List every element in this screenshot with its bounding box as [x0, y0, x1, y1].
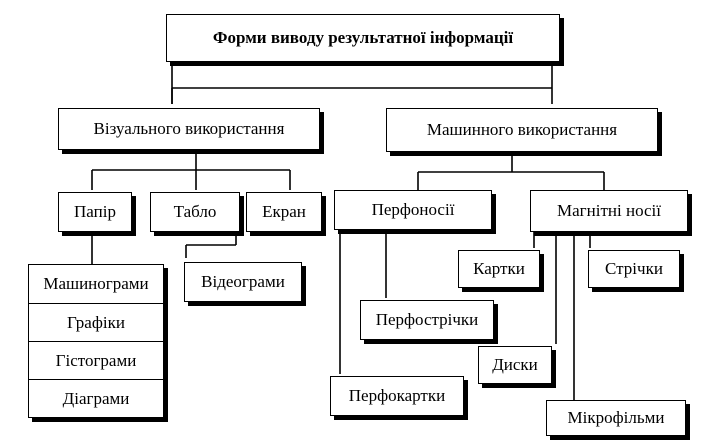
disks-node: Диски [478, 346, 552, 384]
paper-node: Папір [58, 192, 132, 232]
paper-child-item: Діаграми [29, 379, 163, 417]
machine-use-label: Машинного використання [426, 120, 618, 139]
perfo-label: Перфоносії [371, 200, 455, 219]
cards-label: Картки [473, 259, 525, 278]
perfotapes-node: Перфострічки [360, 300, 494, 340]
videograms-node: Відеограми [184, 262, 302, 302]
tablo-node: Табло [150, 192, 240, 232]
machine-use-node: Машинного використання [386, 108, 658, 152]
tablo-label: Табло [173, 202, 217, 221]
paper-child-item: Гістограми [29, 341, 163, 379]
microfilms-node: Мікрофільми [546, 400, 686, 436]
paper-child-item: Машинограми [43, 274, 149, 293]
tapes-node: Стрічки [588, 250, 680, 288]
screen-label: Екран [262, 202, 306, 221]
paper-label: Папір [74, 202, 116, 221]
perfotapes-label: Перфострічки [375, 310, 479, 329]
magnetic-node: Магнітні носії [530, 190, 688, 232]
paper-children-stack: Машинограми Графіки Гістограми Діаграми [28, 264, 164, 418]
screen-node: Екран [246, 192, 322, 232]
visual-use-node: Візуального використання [58, 108, 320, 150]
cards-node: Картки [458, 250, 540, 288]
visual-use-label: Візуального використання [93, 119, 285, 138]
tapes-label: Стрічки [605, 259, 663, 278]
paper-child-item: Графіки [29, 303, 163, 341]
perfocards-node: Перфокартки [330, 376, 464, 416]
perfo-node: Перфоносії [334, 190, 492, 230]
disks-label: Диски [492, 355, 538, 374]
root-node-label: Форми виводу результатної інформації [212, 28, 514, 47]
magnetic-label: Магнітні носії [557, 201, 661, 220]
perfocards-label: Перфокартки [348, 386, 446, 405]
microfilms-label: Мікрофільми [567, 408, 665, 427]
videograms-label: Відеограми [201, 272, 285, 291]
root-node: Форми виводу результатної інформації [166, 14, 560, 62]
